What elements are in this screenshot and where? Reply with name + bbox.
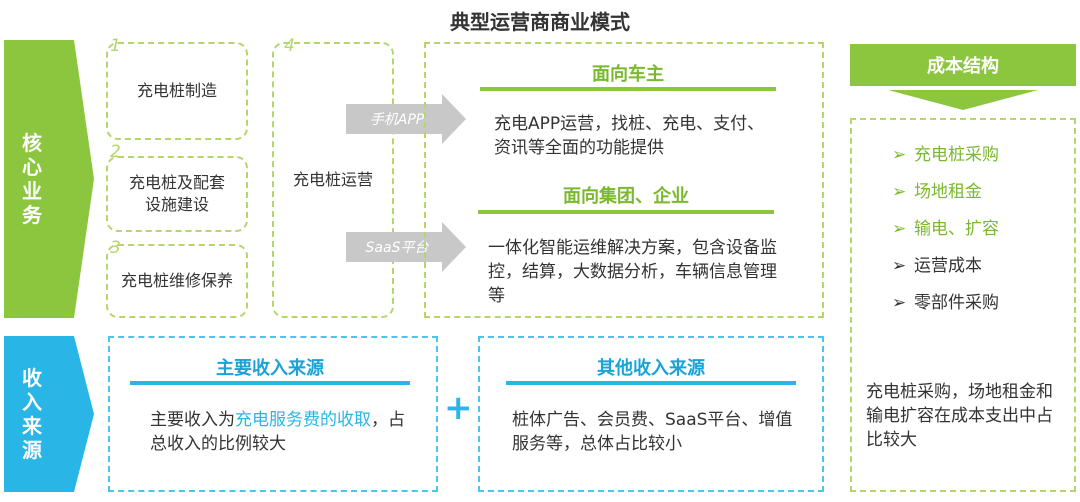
chevron-right-icon: ➢ (892, 293, 907, 313)
step-label-maintenance: 充电桩维修保养 (120, 271, 233, 290)
enterprise-heading: 面向集团、企业 (563, 186, 689, 207)
main-income-box (108, 336, 438, 492)
cost-item: ➢ 场地租金 (892, 181, 1062, 218)
operation-detail-box (424, 42, 824, 318)
chevron-right-icon: ➢ (892, 145, 907, 165)
app-arrow-label: 手机APP (369, 112, 425, 128)
enterprise-underline (478, 210, 774, 214)
cost-item-label: 场地租金 (914, 182, 982, 202)
car-owner-heading: 面向车主 (592, 64, 664, 85)
main-income-body-highlight: 充电服务费的收取 (235, 410, 371, 430)
core-business-arrow (60, 40, 94, 318)
step-box-construction: 充电桩及配套设施建设 (106, 156, 248, 232)
saas-arrow (346, 222, 466, 272)
cost-item-label: 充电桩采购 (914, 145, 999, 165)
cost-summary: 充电桩采购，场地租金和输电扩容在成本支出中占比较大 (866, 382, 1053, 450)
income-arrow (60, 336, 94, 492)
chevron-right-icon: ➢ (892, 219, 907, 239)
cost-heading-bar: 成本结构 (850, 44, 1076, 86)
app-arrow (346, 94, 466, 144)
cost-item: ➢ 运营成本 (892, 255, 1062, 292)
cost-item-label: 运营成本 (914, 256, 982, 276)
saas-arrow-label: SaaS平台 (365, 240, 429, 256)
core-business-label: 核心业务 (22, 131, 42, 227)
page-title: 典型运营商商业模式 (450, 10, 630, 34)
other-income-heading: 其他收入来源 (597, 358, 705, 379)
other-income-body: 桩体广告、会员费、SaaS平台、增值服务等，总体占比较小 (512, 410, 793, 454)
cost-item-label: 零部件采购 (914, 293, 999, 313)
cost-item-label: 输电、扩容 (914, 219, 999, 239)
car-owner-body: 充电APP运营，找桩、充电、支付、资讯等全面的功能提供 (494, 114, 765, 158)
step-box-operation: 充电桩运营 (272, 42, 394, 318)
cost-list: ➢ 充电桩采购 ➢ 场地租金 ➢ 输电、扩容 ➢ 运营成本 ➢ 零部件采购 (892, 144, 1062, 329)
main-income-heading: 主要收入来源 (216, 358, 324, 379)
step-label-construction: 充电桩及配套设施建设 (128, 173, 225, 214)
step-label-operation: 充电桩运营 (292, 170, 373, 189)
step-number-2: 2 (110, 142, 121, 162)
cost-down-arrow (888, 90, 1038, 110)
enterprise-body: 一体化智能运维解决方案，包含设备监控，结算，大数据分析，车辆信息管理等 (488, 238, 777, 306)
cost-item: ➢ 输电、扩容 (892, 218, 1062, 255)
core-business-bar: 核心业务 (4, 40, 60, 318)
main-income-underline (130, 381, 410, 385)
income-bar: 收入来源 (4, 336, 60, 492)
chevron-right-icon: ➢ (892, 182, 907, 202)
cost-heading: 成本结构 (927, 56, 999, 77)
income-label: 收入来源 (22, 366, 42, 462)
car-owner-underline (480, 87, 776, 91)
main-income-body-pre: 主要收入为 (150, 410, 235, 430)
step-box-maintenance: 充电桩维修保养 (106, 244, 248, 318)
step-box-manufacture: 充电桩制造 (106, 42, 248, 140)
plus-icon: + (444, 388, 473, 428)
cost-item: ➢ 充电桩采购 (892, 144, 1062, 181)
step-label-manufacture: 充电桩制造 (136, 81, 217, 100)
cost-item: ➢ 零部件采购 (892, 292, 1062, 329)
other-income-box (478, 336, 824, 492)
chevron-right-icon: ➢ (892, 256, 907, 276)
cost-box (850, 118, 1076, 492)
step-number-4: 4 (284, 36, 295, 56)
main-income-body: 主要收入为充电服务费的收取，占总收入的比例较大 (150, 408, 406, 456)
other-income-underline (506, 381, 796, 385)
main-income-body-post: ，占总收入的比例较大 (150, 410, 405, 454)
